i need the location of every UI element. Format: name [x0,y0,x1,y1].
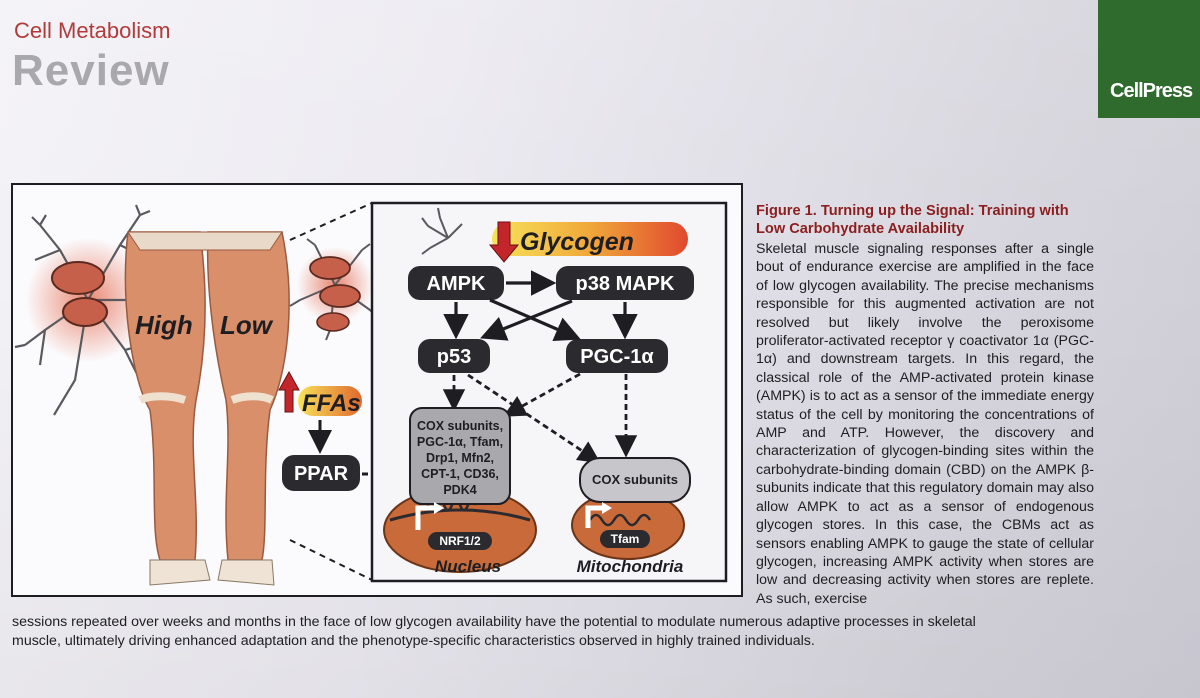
p38-node [556,266,694,300]
ampk-node [408,266,504,300]
nucleus-label: Nucleus [435,557,501,576]
nucleus-gene-3: Drp1, Mfn2, [426,451,494,465]
body-text-line-2: muscle, ultimately driving enhanced adap… [12,632,815,649]
mito-gene-label: COX subunits [592,472,678,487]
mitochondria-label: Mitochondria [577,557,684,576]
mitochondria: COX subunits Tfam Mitochondria [571,457,691,576]
pgc-label: PGC-1α [580,346,654,368]
high-label: High [135,310,193,340]
glycogen-header: Glycogen [421,207,688,263]
ppar-label: PPAR [294,463,349,485]
p38-to-p53-arrow [480,299,573,341]
nucleus-gene-1: COX subunits, [417,419,503,433]
nrf-label: NRF1/2 [439,534,481,548]
nucleus: COX subunits, PGC-1α, Tfam, Drp1, Mfn2, … [383,407,537,576]
glycogen-cluster-low [289,238,379,341]
publisher-logo-text: CellPress [1110,80,1193,102]
ampk-label: AMPK [427,273,486,295]
nucleus-gene-2: PGC-1α, Tfam, [417,435,503,449]
ffa-indicator: FFAs [278,370,362,417]
caption-title: Figure 1. Turning up the Signal: Trainin… [756,203,1069,237]
p53-to-mito-arrow [467,373,601,464]
figure-caption: Figure 1. Turning up the Signal: Trainin… [756,203,1094,608]
glycogen-label: Glycogen [520,228,634,256]
section-title: Review [12,46,170,95]
low-label: Low [220,310,274,340]
nucleus-gene-5: PDK4 [443,483,476,497]
p53-label: p53 [437,346,471,368]
publisher-logo: CellPress [1098,0,1200,118]
body-text-line-1: sessions repeated over weeks and months … [12,614,976,630]
legs-illustration: High Low [124,231,290,586]
glycogen-cluster-high [14,204,181,416]
zoom-line-top [289,202,373,241]
pgc-to-nucleus-arrow [503,372,581,417]
p38-label: p38 MAPK [576,273,675,295]
tfam-label: Tfam [611,532,640,546]
caption-body: Skeletal muscle signaling responses afte… [756,241,1094,607]
ffa-label: FFAs [302,390,361,417]
nucleus-gene-4: CPT-1, CD36, [421,467,499,481]
pgc-node [566,339,668,373]
journal-name: Cell Metabolism [14,18,171,43]
ppar-node [282,455,360,491]
body-text: sessions repeated over weeks and months … [12,613,1102,650]
zoom-line-bottom [289,539,373,581]
p53-node [418,339,490,373]
